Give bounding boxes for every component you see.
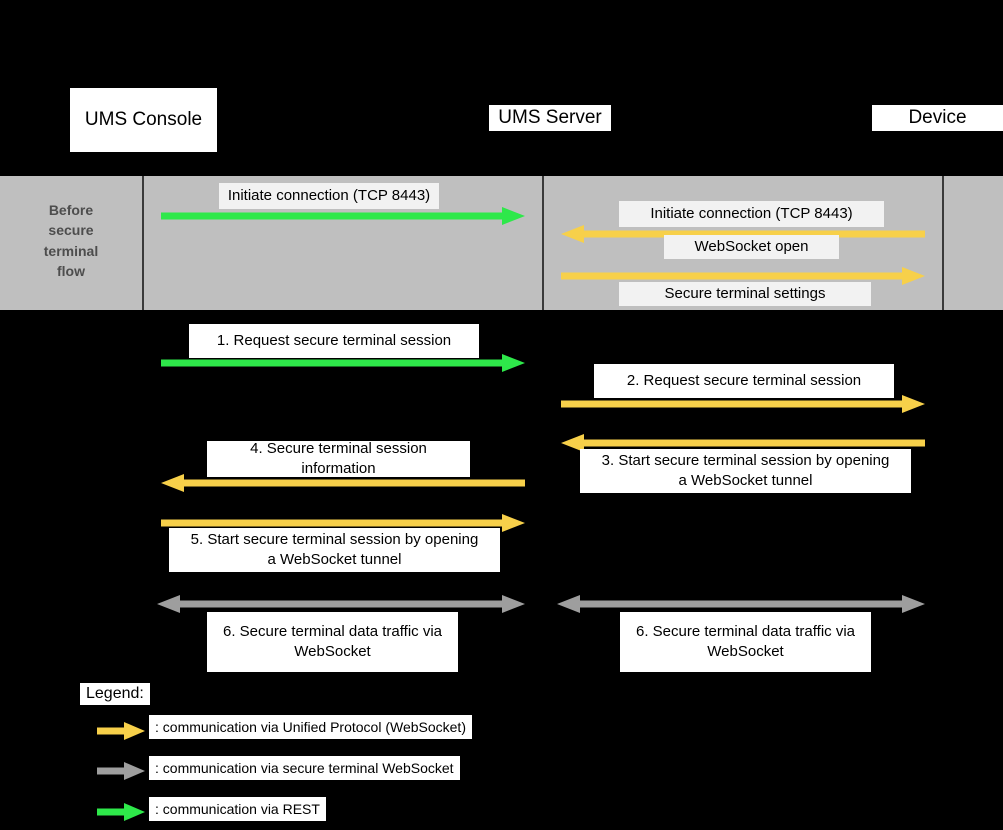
arrow-msg-3-unified	[560, 433, 926, 453]
legend-text-secure-terminal-ws: : communication via secure terminal WebS…	[149, 756, 460, 780]
legend-arrow-rest-icon	[96, 803, 146, 826]
label-msg-3-line-1: 3. Start secure terminal session by open…	[601, 451, 890, 469]
phase-band-label: Before secure terminal flow	[2, 200, 140, 281]
label-msg-5-line-2: a WebSocket tunnel	[267, 551, 402, 568]
label-msg-5-line-1: 5. Start secure terminal session by open…	[190, 530, 479, 548]
label-msg-2: 2. Request secure terminal session	[594, 364, 894, 398]
arrow-msg-4-unified	[160, 473, 526, 493]
phase-label-line-3: terminal	[43, 242, 99, 259]
label-phase-initiate-connection-rest: Initiate connection (TCP 8443)	[219, 183, 439, 209]
phase-label-line-1: Before	[48, 202, 94, 218]
phase-label-line-2: secure	[48, 222, 94, 239]
label-msg-6-right: 6. Secure terminal data traffic via WebS…	[620, 612, 871, 672]
label-phase-initiate-connection-unified: Initiate connection (TCP 8443)	[619, 201, 884, 227]
label-msg-3-line-2: a WebSocket tunnel	[678, 472, 813, 489]
label-msg-4-line-1: 4. Secure terminal session	[250, 439, 427, 457]
legend-title: Legend:	[80, 683, 150, 705]
label-phase-secure-terminal-settings: Secure terminal settings	[619, 282, 871, 306]
arrow-msg-2-unified	[560, 394, 926, 414]
actor-ums-console-label: UMS Console	[84, 109, 203, 131]
legend-text-rest: : communication via REST	[149, 797, 326, 821]
label-phase-websocket-open: WebSocket open	[664, 235, 839, 259]
label-msg-6-left-line-1: 6. Secure terminal data traffic via	[223, 622, 442, 640]
label-msg-1: 1. Request secure terminal session	[189, 324, 479, 358]
phase-label-line-4: flow	[57, 262, 85, 279]
label-msg-6-left-line-2: WebSocket	[294, 643, 371, 660]
arrow-msg-6-left-secure-ws	[156, 594, 526, 614]
actor-ums-server: UMS Server	[489, 105, 611, 131]
actor-ums-console: UMS Console	[70, 88, 217, 152]
legend-arrow-secure-terminal-ws-icon	[96, 762, 146, 785]
arrow-phase-initiate-connection-unified	[560, 224, 926, 244]
arrow-phase-secure-terminal-settings	[560, 266, 926, 286]
arrow-msg-5-unified	[160, 513, 526, 533]
legend-text-unified-protocol: : communication via Unified Protocol (We…	[149, 715, 472, 739]
label-msg-4-line-2: information	[301, 460, 376, 477]
band-divider-right	[942, 176, 944, 310]
label-msg-6-right-line-2: WebSocket	[707, 643, 784, 660]
label-msg-6-left: 6. Secure terminal data traffic via WebS…	[207, 612, 458, 672]
actor-device-label: Device	[908, 107, 967, 129]
label-msg-4: 4. Secure terminal session information	[207, 439, 470, 477]
actor-device: Device	[872, 105, 1003, 131]
arrow-msg-6-right-secure-ws	[556, 594, 926, 614]
band-divider-middle	[542, 176, 544, 310]
arrow-phase-initiate-connection-rest	[160, 206, 526, 226]
actor-ums-server-label: UMS Server	[498, 107, 602, 129]
legend-arrow-unified-protocol-icon	[96, 722, 146, 745]
arrow-msg-1-rest	[160, 353, 526, 373]
band-divider-left	[142, 176, 144, 310]
label-msg-6-right-line-1: 6. Secure terminal data traffic via	[636, 622, 855, 640]
label-msg-3: 3. Start secure terminal session by open…	[580, 449, 911, 493]
label-msg-5: 5. Start secure terminal session by open…	[169, 528, 500, 572]
